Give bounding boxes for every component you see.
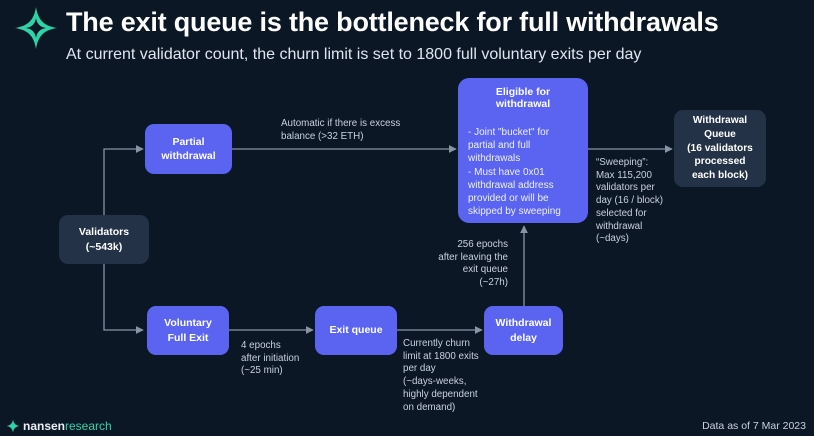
- line-validators-down: [103, 264, 144, 334]
- withdrawal-queue-line: processed: [694, 156, 746, 168]
- partial-label-1: Partial: [172, 135, 205, 148]
- partial-withdrawal-node: Partial withdrawal: [145, 124, 232, 174]
- note-four-epochs: 4 epochs after initiation (~25 min): [241, 340, 299, 378]
- page-subtitle: At current validator count, the churn li…: [66, 46, 642, 63]
- validators-count: (~543k): [85, 240, 123, 253]
- note-line: Max 115,200: [596, 169, 652, 181]
- note-line: (~27h): [479, 277, 508, 289]
- validators-label: Validators: [78, 226, 130, 239]
- note-line: 4 epochs: [241, 340, 281, 351]
- note-line: exit queue: [462, 264, 508, 276]
- eligible-for-withdrawal-node: Eligible for withdrawal - Joint "bucket"…: [458, 78, 588, 223]
- note-line: validators per: [596, 182, 655, 194]
- eligible-line: partial and full: [468, 140, 531, 152]
- note-line: 256 epochs: [457, 239, 508, 250]
- withdrawal-delay-label-1: Withdrawal: [495, 317, 552, 330]
- line-validators-up: [103, 145, 144, 215]
- note-automatic: Automatic if there is excess balance (>3…: [281, 118, 400, 143]
- note-line: (~25 min): [241, 365, 283, 377]
- exit-queue-label: Exit queue: [329, 324, 383, 337]
- partial-label-2: withdrawal: [161, 150, 216, 162]
- withdrawal-queue-node: Withdrawal Queue (16 validators processe…: [674, 110, 766, 187]
- eligible-line: withdrawal address: [468, 179, 554, 191]
- voluntary-label-2: Full Exit: [167, 331, 209, 344]
- note-line: on demand): [403, 401, 456, 413]
- nansen-small-logo-icon: [6, 419, 20, 433]
- page-title: The exit queue is the bottleneck for ful…: [66, 7, 719, 37]
- note-line: per day: [403, 363, 436, 375]
- validators-node: Validators (~543k): [59, 215, 149, 264]
- note-line: after initiation: [241, 352, 300, 364]
- eligible-title: Eligible for withdrawal: [495, 86, 551, 110]
- eligible-line: - Must have 0x01: [468, 166, 545, 178]
- brand-accent: research: [65, 419, 112, 433]
- note-sweeping: “Sweeping”: Max 115,200 validators per d…: [596, 157, 663, 246]
- withdrawal-queue-line: each block): [691, 170, 749, 182]
- eligible-line: - Joint "bucket" for: [468, 127, 550, 138]
- note-line: (~days): [596, 233, 629, 245]
- note-line: day (16 / block): [596, 195, 663, 207]
- withdrawal-queue-line: Withdrawal: [692, 115, 748, 127]
- brand-name: nansen: [23, 419, 66, 433]
- voluntary-label-1: Voluntary: [164, 317, 212, 330]
- note-line: after leaving the: [438, 251, 508, 263]
- data-as-of: Data as of 7 Mar 2023: [702, 420, 806, 432]
- withdrawal-queue-line: Queue: [704, 128, 736, 140]
- note-line: withdrawal: [596, 220, 643, 232]
- eligible-line: skipped by sweeping: [468, 206, 561, 218]
- note-churn: Currently churn limit at 1800 exits per …: [403, 338, 479, 414]
- withdrawal-delay-node: Withdrawal delay: [484, 306, 563, 355]
- note-line: (~days-weeks,: [403, 376, 467, 388]
- note-line: Automatic if there is excess: [281, 118, 401, 129]
- nansen-logo-icon: [15, 7, 57, 49]
- note-line: “Sweeping”:: [596, 157, 649, 168]
- note-line: Currently churn: [403, 338, 470, 349]
- note-line: limit at 1800 exits: [403, 350, 479, 362]
- withdrawal-delay-label-2: delay: [510, 331, 537, 344]
- note-256-epochs: 256 epochs after leaving the exit queue …: [412, 239, 508, 290]
- note-line: highly dependent: [403, 388, 478, 400]
- exit-queue-node: Exit queue: [315, 306, 397, 355]
- eligible-line: provided or will be: [468, 192, 549, 204]
- voluntary-full-exit-node: Voluntary Full Exit: [147, 306, 229, 355]
- eligible-line: withdrawals: [468, 153, 521, 165]
- note-line: selected for: [596, 207, 647, 219]
- withdrawal-queue-line: (16 validators: [687, 142, 753, 154]
- note-line: balance (>32 ETH): [281, 130, 364, 142]
